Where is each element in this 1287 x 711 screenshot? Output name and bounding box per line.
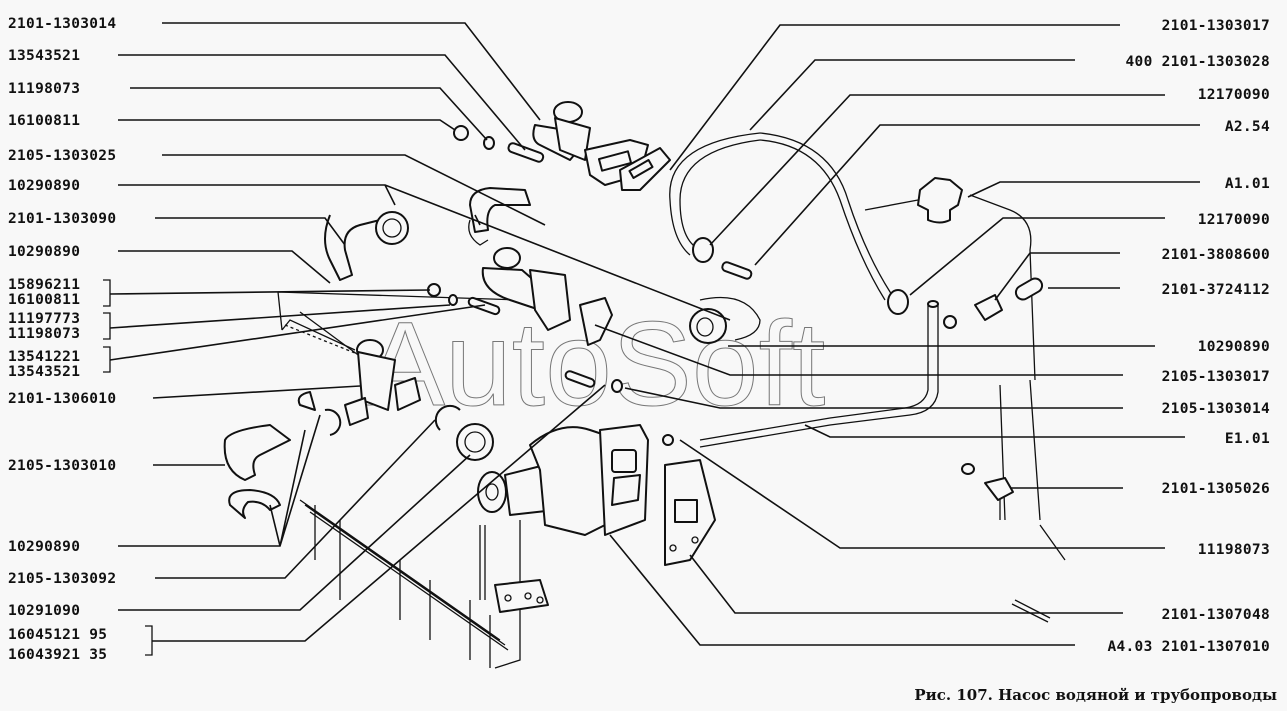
part-label: 2101-1306010 — [8, 391, 116, 407]
part-label: 12170090 — [1198, 212, 1270, 228]
part-label: 10291090 — [8, 603, 80, 619]
part-label: 2101-3724112 — [1162, 282, 1270, 298]
part-label: 2101-1303014 — [8, 16, 116, 32]
hoses — [223, 132, 939, 481]
bracket-marks — [103, 279, 153, 656]
part-label: 12170090 — [1198, 87, 1270, 103]
part-label: 2105-1303017 — [1162, 369, 1270, 385]
water-pump — [434, 370, 716, 566]
expansion-tank — [864, 177, 1066, 623]
part-label: 2105-1303092 — [8, 571, 116, 587]
part-label: 16043921 35 — [8, 647, 107, 663]
part-label: 13543521 — [8, 48, 80, 64]
part-label: A2.54 — [1225, 119, 1270, 135]
part-label: E1.01 — [1225, 431, 1270, 447]
part-label: 16100811 — [8, 292, 80, 308]
part-label: 2101-1307048 — [1162, 607, 1270, 623]
part-label: 2101-1305026 — [1162, 481, 1270, 497]
part-label: 2101-3808600 — [1162, 247, 1270, 263]
part-label: 11198073 — [1198, 542, 1270, 558]
part-label: 10290890 — [8, 539, 80, 555]
part-label: 10290890 — [8, 244, 80, 260]
part-label: 11197773 — [8, 311, 80, 327]
part-label: A1.01 — [1225, 176, 1270, 192]
labels-left: 2101-1303014 13543521 11198073 16100811 … — [8, 16, 116, 663]
thermostat-fitting-top — [453, 101, 671, 191]
part-label: 2101-1303090 — [8, 211, 116, 227]
figure-caption: Рис. 107. Насос водяной и трубопроводы — [914, 686, 1277, 704]
part-label: 15896211 — [8, 277, 80, 293]
part-label: 16045121 95 — [8, 627, 107, 643]
part-label: 11198073 — [8, 81, 80, 97]
leader-lines-left — [109, 22, 731, 642]
part-label: 2101-1303017 — [1162, 18, 1270, 34]
part-label: 2105-1303010 — [8, 458, 116, 474]
thermostat-middle — [427, 247, 727, 346]
part-label: 400 2101-1303028 — [1126, 54, 1270, 70]
tee-fitting — [228, 339, 421, 519]
small-fittings — [721, 261, 1044, 501]
part-label: 2105-1303014 — [1162, 401, 1270, 417]
part-label: A4.03 2101-1307010 — [1107, 639, 1270, 655]
part-label: 16100811 — [8, 113, 80, 129]
part-label: 2105-1303025 — [8, 148, 116, 164]
leader-lines-right — [594, 24, 1200, 646]
labels-right: 2101-1303017 400 2101-1303028 12170090 A… — [1107, 18, 1270, 655]
part-label: 10290890 — [1198, 339, 1270, 355]
part-label: 13541221 — [8, 349, 80, 365]
radiator — [277, 291, 549, 669]
part-label: 13543521 — [8, 364, 80, 380]
part-label: 11198073 — [8, 326, 80, 342]
part-label: 10290890 — [8, 178, 80, 194]
